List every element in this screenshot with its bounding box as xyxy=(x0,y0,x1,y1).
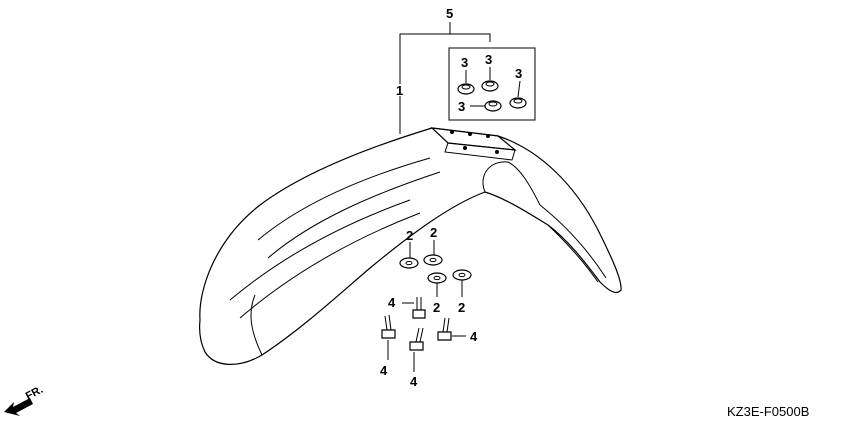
callout-grommet-4: 3 xyxy=(458,99,465,114)
washers xyxy=(399,240,472,297)
callout-grommet-3: 3 xyxy=(515,66,522,81)
callout-grommet-2: 3 xyxy=(485,52,492,67)
bolts xyxy=(381,297,466,372)
part-code: KZ3E-F0500B xyxy=(727,404,809,419)
front-fender xyxy=(199,127,622,365)
callout-washer-4: 2 xyxy=(458,300,465,315)
callout-bolt-4: 4 xyxy=(410,374,418,389)
callout-bolt-3: 4 xyxy=(470,329,478,344)
callout-washer-1: 2 xyxy=(406,228,413,243)
rubber-grommets xyxy=(457,67,527,112)
callout-fender-set: 5 xyxy=(446,6,453,21)
callout-bolt-2: 4 xyxy=(380,363,388,378)
callout-washer-2: 2 xyxy=(430,225,437,240)
callout-washer-3: 2 xyxy=(433,300,440,315)
direction-label: FR. xyxy=(24,384,45,403)
callout-bolt-1: 4 xyxy=(388,295,396,310)
fender-set-bracket xyxy=(399,22,536,134)
front-direction-arrow-icon xyxy=(4,398,33,416)
callout-fender: 1 xyxy=(396,83,403,98)
callout-grommet-1: 3 xyxy=(461,55,468,70)
